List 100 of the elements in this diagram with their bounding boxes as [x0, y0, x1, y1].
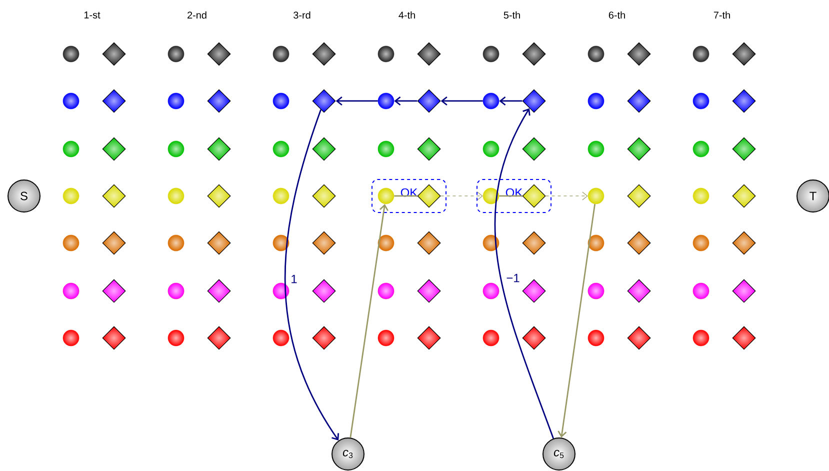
- ball: [378, 140, 394, 158]
- diamond: [417, 279, 441, 303]
- diamond: [417, 231, 441, 255]
- diamond: [732, 137, 756, 161]
- diamond: [417, 89, 441, 113]
- diamond: [102, 326, 126, 350]
- ball: [482, 46, 500, 62]
- ball: [378, 234, 394, 252]
- ball: [62, 92, 80, 110]
- diamond: [207, 279, 231, 303]
- diamond: [522, 89, 546, 113]
- diamond: [522, 231, 546, 255]
- ball: [482, 92, 500, 110]
- connector-line: [394, 195, 418, 197]
- diamond: [732, 184, 756, 208]
- ball: [168, 234, 184, 252]
- ball: [692, 140, 710, 158]
- diamond: [522, 279, 546, 303]
- diamond: [207, 184, 231, 208]
- ball: [272, 234, 290, 252]
- ball: [168, 282, 184, 300]
- diamond: [627, 326, 651, 350]
- ball: [692, 330, 710, 346]
- diamond: [732, 326, 756, 350]
- column-header: 6-th: [608, 11, 625, 19]
- ball: [692, 282, 710, 300]
- diamond: [627, 184, 651, 208]
- diamond: [732, 89, 756, 113]
- diamond: [522, 42, 546, 66]
- ball: [378, 330, 394, 346]
- ball: [378, 46, 394, 62]
- diamond: [207, 231, 231, 255]
- diamond: [102, 42, 126, 66]
- arrow: [558, 204, 596, 438]
- diamond: [312, 326, 336, 350]
- ball: [588, 234, 604, 252]
- column-header: 7-th: [714, 11, 730, 19]
- ball: [482, 330, 500, 346]
- diamond: [312, 184, 336, 208]
- diamond: [102, 137, 126, 161]
- diamond: [102, 184, 126, 208]
- arrow: [440, 192, 483, 200]
- diamond: [522, 137, 546, 161]
- arrow: [546, 192, 588, 200]
- column-header: 4-th: [398, 11, 415, 19]
- ball: [378, 282, 394, 300]
- diamond: [627, 231, 651, 255]
- diamond: [732, 231, 756, 255]
- diamond: [312, 137, 336, 161]
- ball: [62, 188, 80, 204]
- arrow: [350, 204, 388, 438]
- diamond: [207, 42, 231, 66]
- edge-label: 1: [290, 274, 298, 284]
- circle-node: S: [8, 179, 40, 212]
- circle-node: c$_{5}$: [542, 437, 576, 470]
- diamond: [312, 42, 336, 66]
- diamond: [207, 137, 231, 161]
- diamond: [417, 137, 441, 161]
- diamond: [207, 89, 231, 113]
- connector-line: [499, 195, 522, 197]
- ball: [168, 140, 184, 158]
- ball: [588, 330, 604, 346]
- ball: [378, 92, 394, 110]
- ball: [692, 46, 710, 62]
- diamond: [732, 42, 756, 66]
- ball: [62, 234, 80, 252]
- ball: [62, 330, 80, 346]
- ball: [272, 188, 290, 204]
- arrow: [499, 96, 522, 106]
- ball: [272, 92, 290, 110]
- ball: [168, 92, 184, 110]
- diamond: [102, 231, 126, 255]
- ball: [692, 92, 710, 110]
- ball: [272, 140, 290, 158]
- ball: [482, 282, 500, 300]
- diamond: [102, 89, 126, 113]
- diamond: [312, 89, 336, 113]
- ball: [168, 330, 184, 346]
- column-header: 1-st: [84, 12, 100, 18]
- diamond: [417, 326, 441, 350]
- diamond: [417, 184, 441, 208]
- ball: [272, 282, 290, 300]
- ball: [272, 46, 290, 62]
- ball: [62, 46, 80, 62]
- diamond: [417, 42, 441, 66]
- ball: [692, 234, 710, 252]
- ball: [168, 188, 184, 204]
- circle-node: c$_{3}$: [332, 437, 364, 470]
- diamond: [312, 279, 336, 303]
- ball: [482, 234, 500, 252]
- ball: [588, 46, 604, 62]
- arrow: [440, 96, 483, 106]
- diamond: [102, 279, 126, 303]
- ball: [588, 140, 604, 158]
- ball: [482, 188, 500, 204]
- arrow: [394, 96, 418, 106]
- diamond: [312, 231, 336, 255]
- ball: [378, 188, 394, 204]
- ball: [588, 188, 604, 204]
- ball: [62, 282, 80, 300]
